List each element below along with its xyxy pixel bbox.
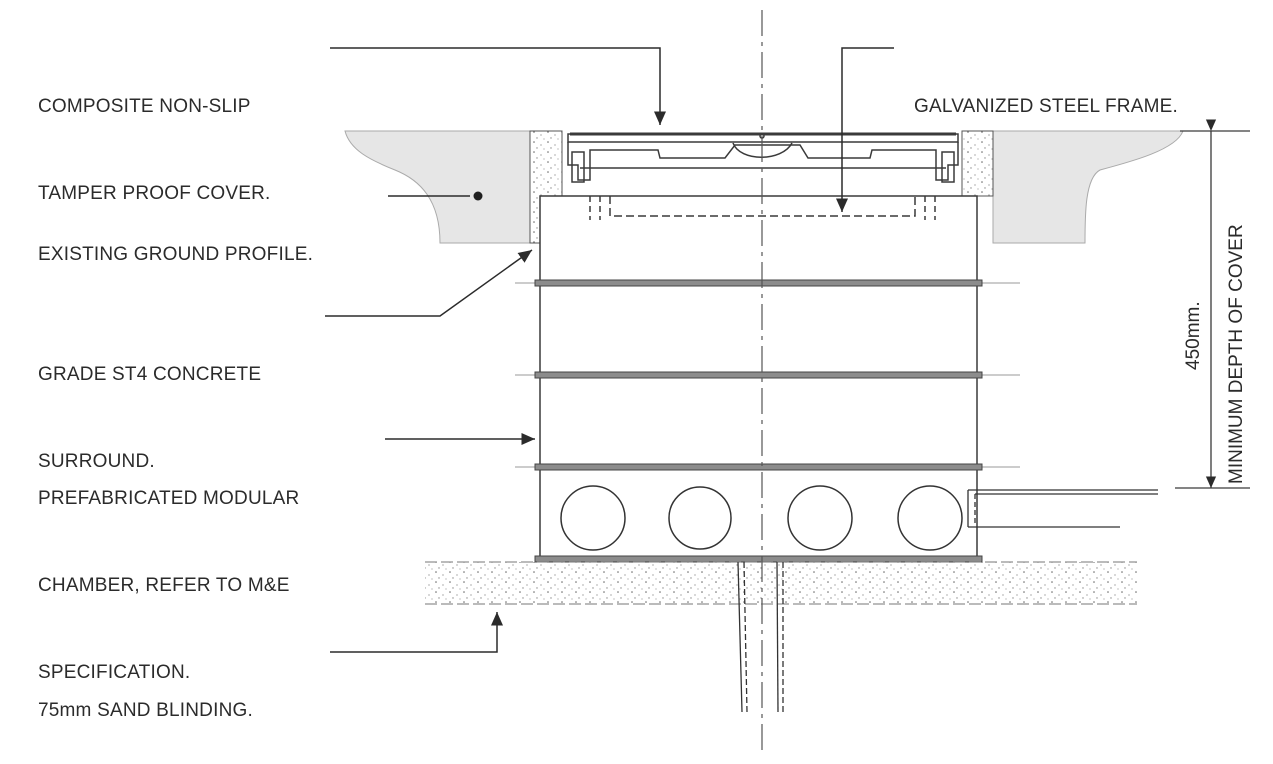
label-chamber-line-1: PREFABRICATED MODULAR <box>38 488 300 509</box>
dimension-description: MINIMUM DEPTH OF COVER <box>1226 224 1247 484</box>
label-concrete-line-2: SURROUND. <box>38 451 155 472</box>
side-pipe <box>967 489 1158 528</box>
label-concrete-line-1: GRADE ST4 CONCRETE <box>38 364 262 385</box>
label-cover-line-2: TAMPER PROOF COVER. <box>38 183 271 204</box>
ground-leader-dot-icon <box>473 191 483 201</box>
pipe-knockouts <box>560 485 963 551</box>
label-frame: GALVANIZED STEEL FRAME. <box>914 34 1178 150</box>
label-chamber: PREFABRICATED MODULAR CHAMBER, REFER TO … <box>38 426 299 716</box>
sand-blinding <box>425 562 1137 604</box>
concrete-surround-right <box>961 130 994 197</box>
label-chamber-line-3: SPECIFICATION. <box>38 662 191 683</box>
label-cover-line-1: COMPOSITE NON-SLIP <box>38 96 251 117</box>
ground-profile-right <box>992 130 1184 244</box>
ground-profile-left <box>344 130 531 244</box>
label-frame-line-1: GALVANIZED STEEL FRAME. <box>914 96 1178 117</box>
depth-dimension-line <box>1175 119 1250 489</box>
label-sand-line-1: 75mm SAND BLINDING. <box>38 700 253 721</box>
label-sand: 75mm SAND BLINDING. <box>38 638 253 754</box>
dimension-value: 450mm. <box>1183 301 1204 370</box>
label-ground-line-1: EXISTING GROUND PROFILE. <box>38 244 314 265</box>
label-cover: COMPOSITE NON-SLIP TAMPER PROOF COVER. <box>38 34 271 237</box>
cover-and-frame <box>567 132 959 220</box>
chamber-rings <box>515 279 1020 563</box>
label-chamber-line-2: CHAMBER, REFER TO M&E <box>38 575 290 596</box>
label-concrete: GRADE ST4 CONCRETE SURROUND. <box>38 302 261 505</box>
label-ground: EXISTING GROUND PROFILE. <box>38 182 313 298</box>
drain-pipe <box>737 561 784 713</box>
leader-lines <box>325 47 894 653</box>
